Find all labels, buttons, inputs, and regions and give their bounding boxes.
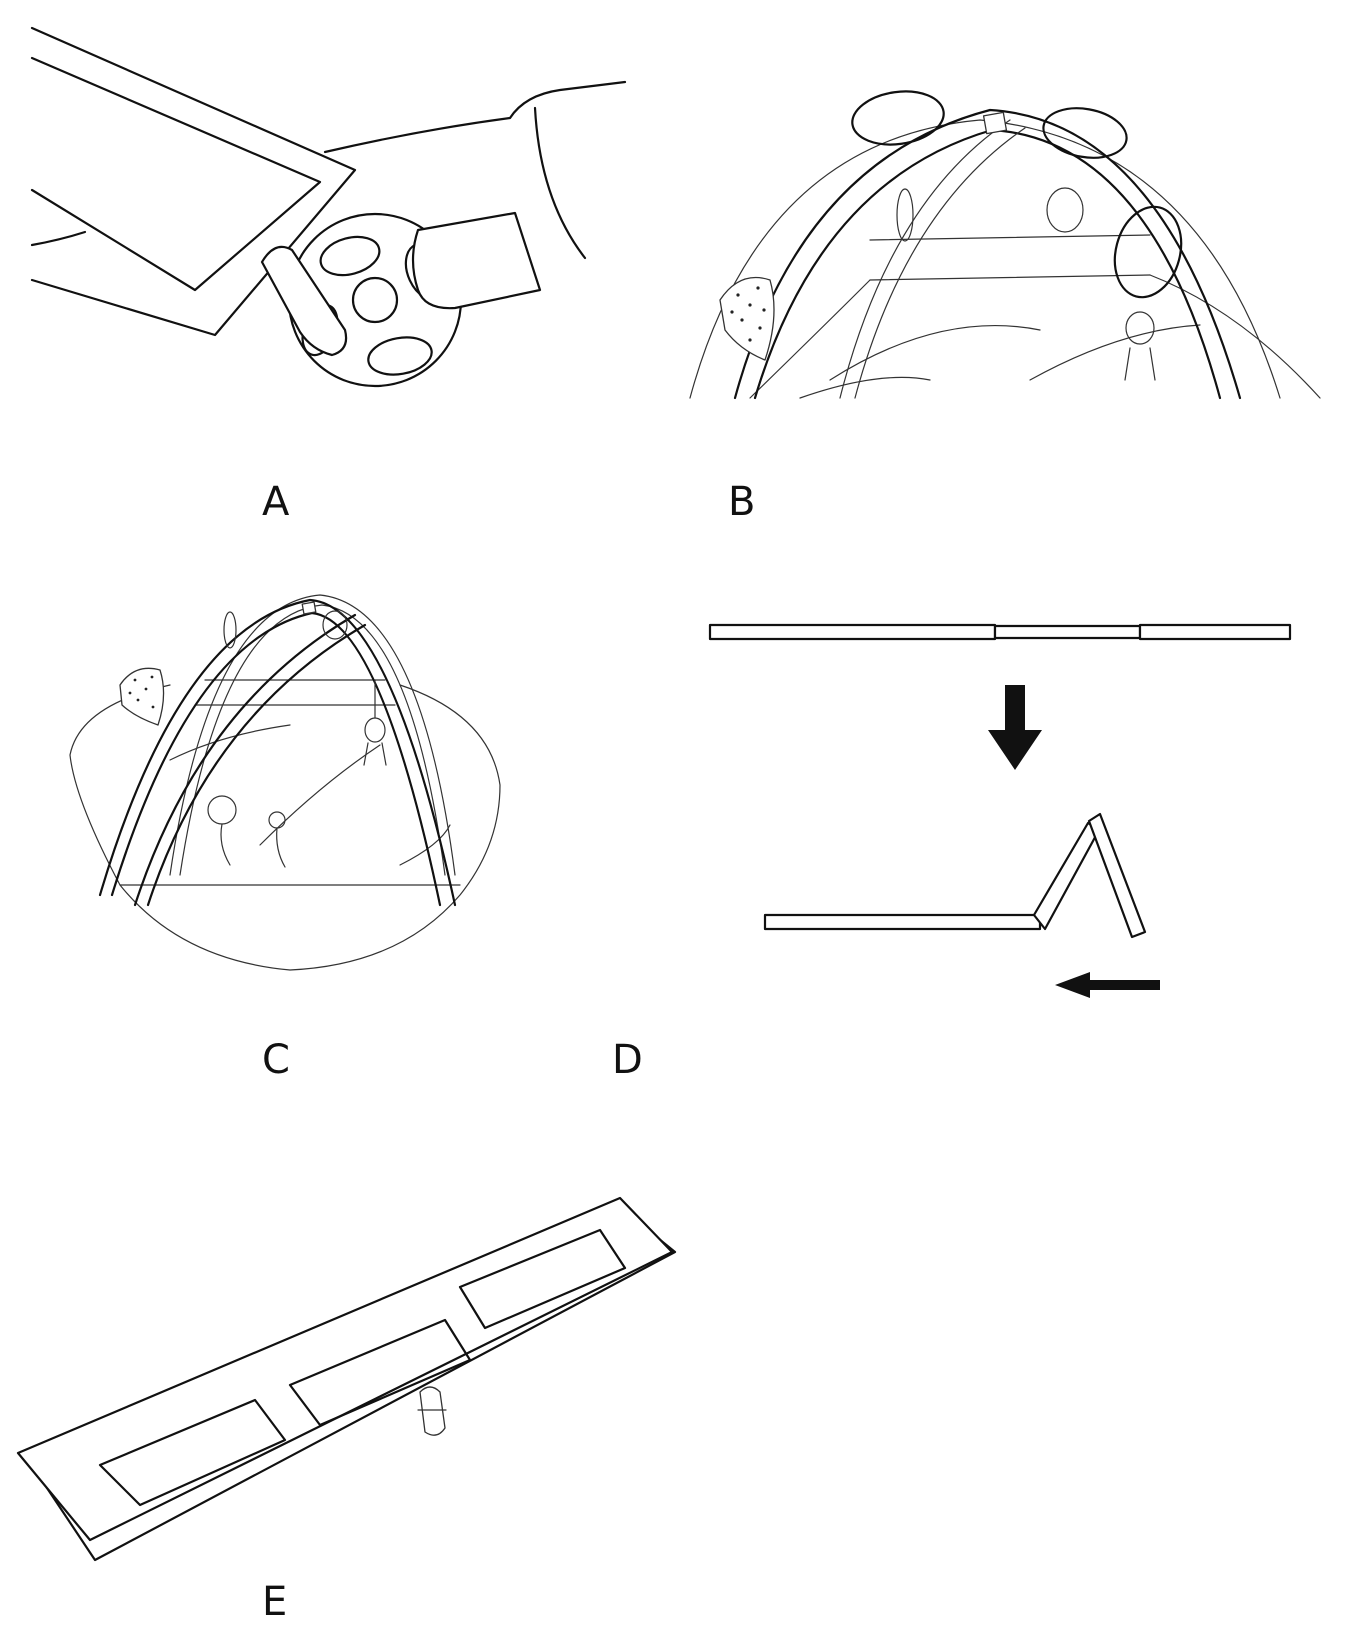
hanging-toy-c — [364, 717, 386, 743]
floor-toy-ball — [207, 795, 237, 825]
panel-label-d: D — [612, 1037, 643, 1083]
mat-panel-1 — [98, 1398, 287, 1507]
back-arch — [689, 119, 1281, 399]
down-arrow — [988, 685, 1042, 770]
panel-label-b: B — [728, 479, 756, 525]
mat-clip — [419, 1386, 446, 1436]
floor-toy-flower — [268, 811, 286, 829]
attachment-circle-right — [1113, 205, 1183, 299]
hanging-ring — [896, 188, 914, 242]
button-center-hole — [351, 276, 399, 324]
mat-front-layer — [16, 1196, 674, 1542]
left-arrow — [1055, 972, 1160, 998]
hanging-toy — [1125, 311, 1155, 345]
gym-arch-2 — [133, 613, 357, 907]
panel-a-illustration — [0, 0, 650, 420]
mat-panel-3 — [458, 1228, 627, 1330]
mat-panel-2 — [288, 1318, 472, 1427]
rod-segment-1 — [708, 623, 997, 641]
panel-b-illustration — [680, 80, 1351, 400]
mat-inner-edge — [30, 56, 322, 292]
sleeve-cuff — [533, 106, 587, 260]
dotted-cushion-c — [119, 667, 165, 726]
folded-rod-rise — [1032, 821, 1101, 931]
arm-outline — [323, 80, 627, 154]
thumb — [260, 245, 348, 357]
panel-label-a: A — [262, 479, 290, 525]
panel-label-c: C — [262, 1037, 290, 1083]
panel-d-illustration — [700, 610, 1320, 998]
finger — [411, 211, 542, 310]
folded-rod-base — [763, 913, 1042, 931]
folded-rod-fall — [1087, 812, 1147, 939]
panel-c-illustration — [60, 585, 520, 975]
rod-segment-2 — [993, 624, 1142, 640]
attachment-circle-left — [851, 90, 945, 146]
panel-label-e: E — [262, 1579, 288, 1625]
panel-e-illustration — [0, 1170, 690, 1570]
dotted-cushion — [719, 276, 775, 361]
play-mat — [69, 684, 501, 971]
rod-segment-3 — [1138, 623, 1292, 641]
gym-arch-1 — [98, 598, 457, 907]
attachment-circle-middle — [1042, 107, 1128, 159]
